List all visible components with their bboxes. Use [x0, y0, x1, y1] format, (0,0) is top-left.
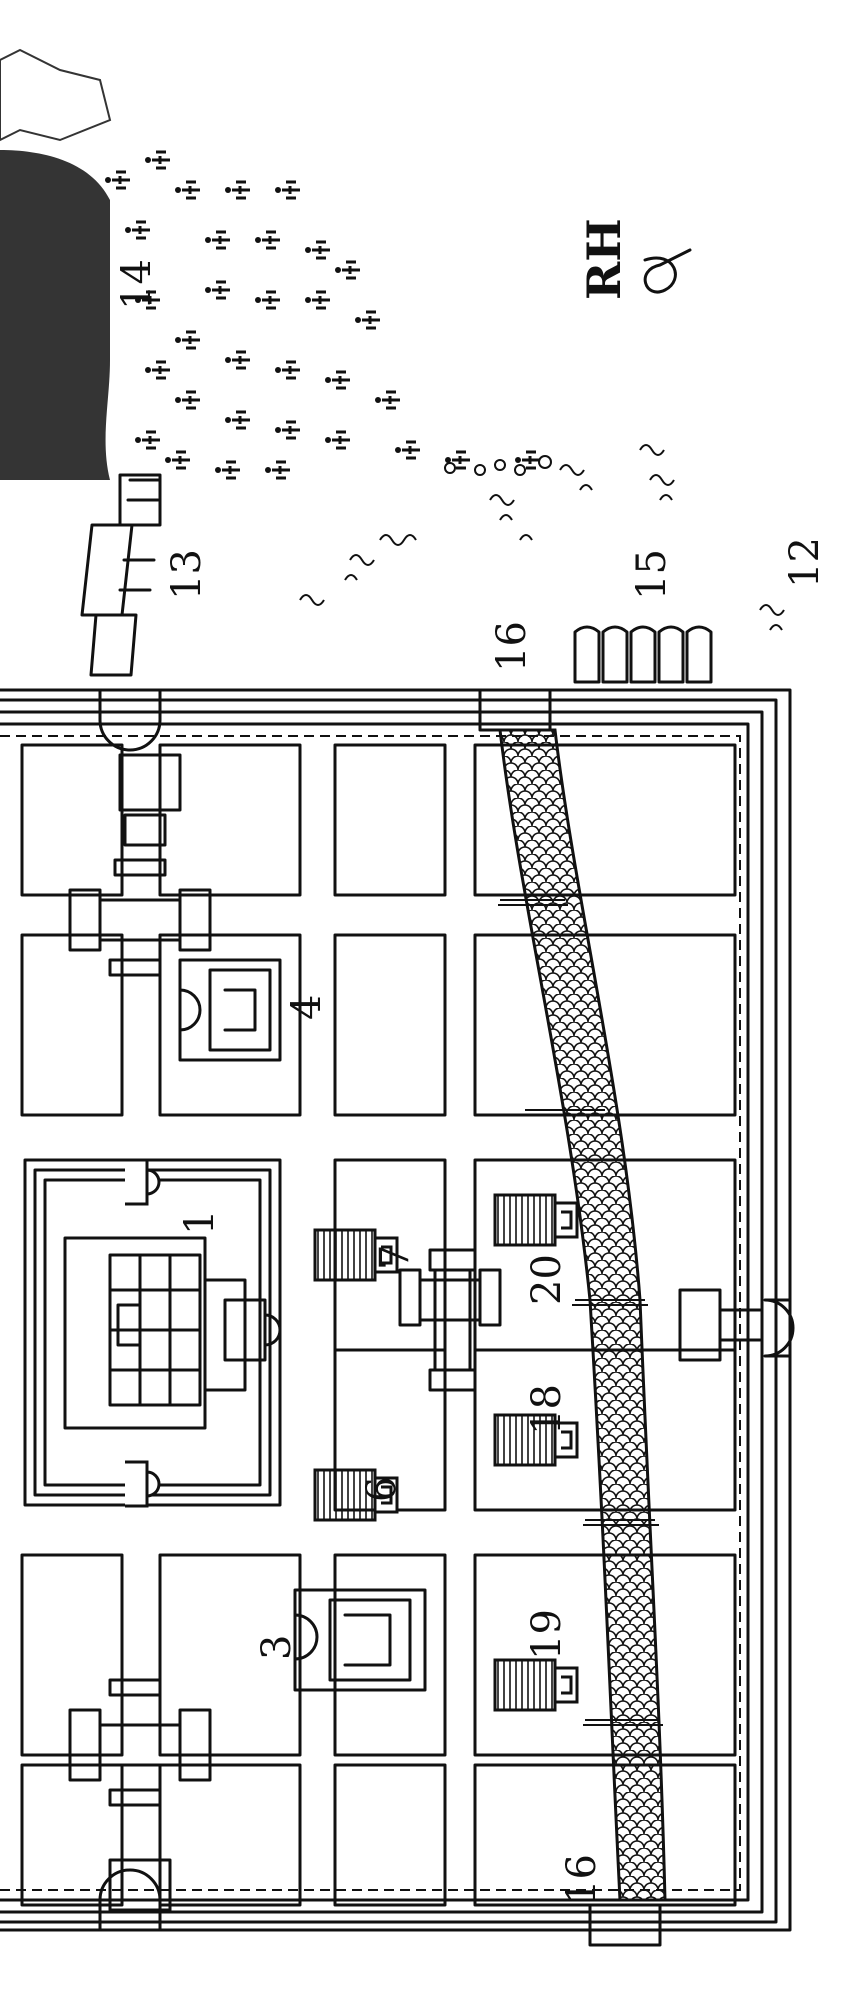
label-13: 13 [164, 549, 210, 600]
gate-tower-lower [68, 1678, 212, 1912]
label-18: 18 [524, 1384, 570, 1435]
labels: 1 3 4 6 7 12 13 14 15 16 16 18 19 20 RH [114, 218, 828, 1905]
label-14: 14 [114, 259, 160, 310]
building-4 [178, 958, 282, 1062]
wave-icon [299, 594, 325, 606]
canal [478, 688, 667, 1947]
label-20: 20 [524, 1254, 570, 1305]
label-7: 7 [372, 1245, 418, 1270]
building-19 [493, 1658, 579, 1712]
boat-icon [573, 625, 601, 684]
city-blocks [20, 743, 737, 1907]
label-3: 3 [254, 1635, 300, 1660]
gate-icon [123, 1158, 161, 1206]
tree-icon [143, 150, 172, 170]
building-3 [293, 1588, 427, 1692]
gate-tower-upper [68, 753, 212, 977]
gate-tower-middle [398, 1248, 502, 1392]
label-16-top: 16 [489, 621, 535, 672]
wall-gates [98, 688, 795, 1932]
city-wall [0, 688, 792, 1932]
waves [299, 444, 785, 631]
label-1: 1 [177, 1210, 223, 1235]
stairway [80, 473, 162, 677]
palace-enclosure [23, 1158, 282, 1508]
label-16-bottom: 16 [559, 1854, 605, 1905]
label-15: 15 [629, 549, 675, 600]
label-4: 4 [284, 995, 330, 1020]
label-19: 19 [524, 1609, 570, 1660]
label-6: 6 [359, 1477, 405, 1502]
monogram-flourish [643, 248, 692, 294]
forest [0, 48, 552, 480]
building-20 [493, 1193, 579, 1247]
label-12: 12 [782, 537, 828, 588]
monogram: RH [577, 218, 631, 300]
boats [573, 625, 713, 684]
